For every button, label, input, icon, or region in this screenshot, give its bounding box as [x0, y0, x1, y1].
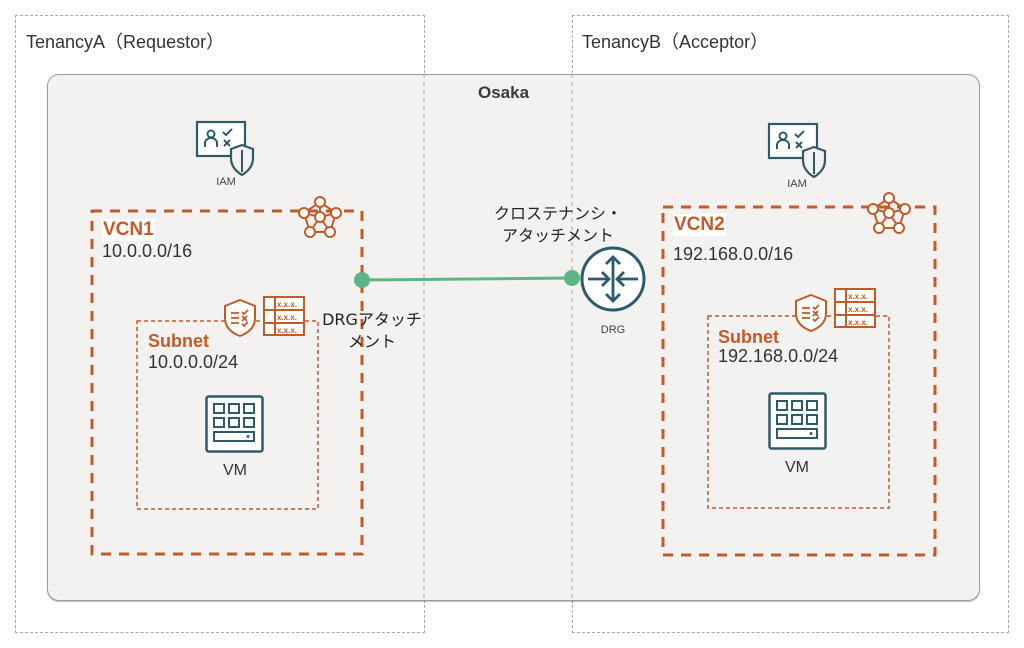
drg-endpoint [564, 270, 580, 286]
drg-attachment-label: DRGアタッチ メント [313, 309, 431, 353]
subnet1-name: Subnet [148, 331, 209, 351]
security-list-icon-right [795, 293, 827, 333]
route-rule: x.x.x. [277, 326, 298, 335]
tenancy-b-label: TenancyB（Acceptor） [582, 32, 769, 52]
subnet2-name: Subnet [718, 327, 779, 347]
route-table-icon-left: x.x.x. x.x.x. x.x.x. [263, 296, 305, 336]
cross-tenancy-attachment-label: クロステナンシ・ アタッチメント [478, 203, 638, 247]
security-list-icon-left [224, 298, 256, 338]
vcn2-name: VCN2 [673, 214, 726, 236]
iam-icon [195, 120, 255, 177]
iam-label-left: IAM [216, 176, 236, 188]
region-label: Osaka [478, 83, 530, 102]
route-rule: x.x.x. [277, 313, 298, 322]
vcn2-cidr: 192.168.0.0/16 [673, 244, 794, 264]
iam-icon-left-wrap [195, 120, 256, 190]
vcn-icon-left [298, 196, 342, 238]
vm-label-left: VM [223, 462, 247, 479]
cross-tenancy-label-line2: アタッチメント [501, 226, 614, 245]
cross-tenancy-label-line1: クロステナンシ・ [493, 204, 622, 223]
vm-icon-left [205, 395, 264, 453]
route-rule: x.x.x. [848, 292, 869, 301]
drg-icon [580, 246, 646, 312]
route-table-icon-right: x.x.x. x.x.x. x.x.x. [834, 288, 876, 328]
iam-icon-right-wrap [767, 122, 828, 192]
iam-icon [767, 122, 827, 179]
vcn-icon-right [867, 192, 911, 234]
drg-attachment-endpoint [354, 272, 370, 288]
drg-label: DRG [600, 324, 626, 336]
iam-label-right: IAM [787, 178, 807, 190]
tenancy-a-label: TenancyA（Requestor） [26, 32, 225, 52]
route-rule: x.x.x. [848, 318, 869, 327]
subnet2-cidr: 192.168.0.0/24 [718, 346, 839, 366]
vcn1-cidr: 10.0.0.0/16 [102, 241, 193, 261]
subnet1-cidr: 10.0.0.0/24 [148, 352, 239, 372]
route-rule: x.x.x. [277, 300, 298, 309]
drg-attachment-label-line2: メント [347, 332, 396, 351]
route-rule: x.x.x. [848, 305, 869, 314]
drg-attachment-label-line1: DRGアタッチ [322, 310, 422, 329]
vm-label-right: VM [785, 459, 809, 476]
vcn1-name: VCN1 [102, 219, 155, 241]
vm-icon-right [768, 392, 827, 450]
